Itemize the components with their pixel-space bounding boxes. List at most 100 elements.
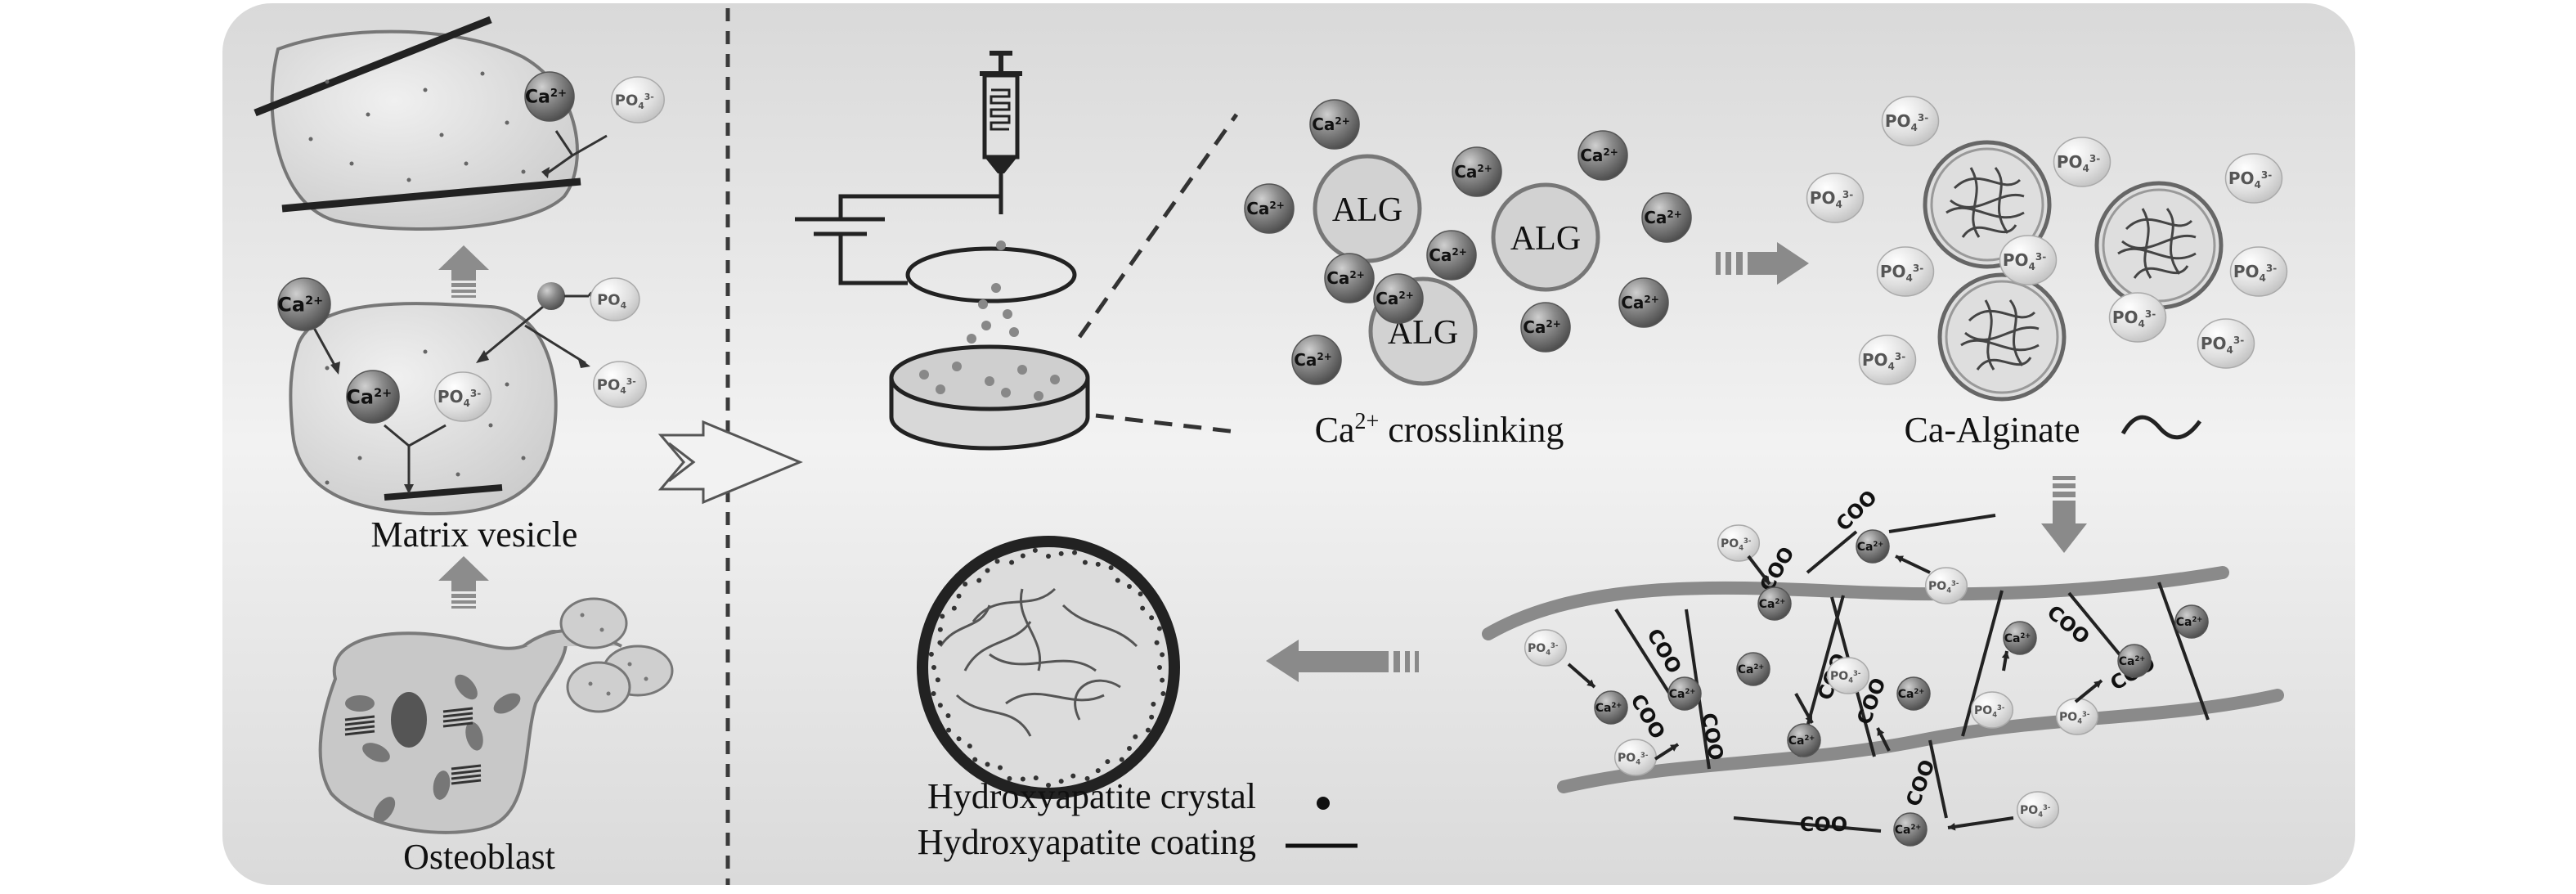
svg-text:Ca2+: Ca2+ — [1644, 208, 1682, 227]
ha-crystal — [1020, 776, 1025, 782]
arrow-left-result — [1266, 640, 1419, 682]
ha-crystal — [1160, 677, 1165, 683]
phosphate-ion: PO43- — [2055, 698, 2099, 735]
collection-dish — [889, 344, 1090, 451]
calcium-ion: Ca2+ — [1520, 302, 1571, 353]
calcium-ion: Ca2+ — [1309, 99, 1360, 150]
phosphate-ion: PO4 — [590, 277, 640, 321]
phosphate-carrier — [537, 282, 565, 310]
ha-crystal — [985, 761, 990, 767]
svg-text:PO43-: PO43- — [2112, 308, 2156, 330]
svg-text:PO43-: PO43- — [1885, 111, 1928, 133]
ca-alginate-beads — [1923, 140, 2224, 402]
organelle — [493, 693, 521, 714]
svg-text:PO43-: PO43- — [2201, 334, 2244, 356]
droplet — [985, 376, 994, 386]
svg-text:PO43-: PO43- — [1528, 641, 1559, 656]
svg-text:Ca2+: Ca2+ — [1326, 268, 1365, 288]
svg-text:Ca2+: Ca2+ — [1738, 663, 1765, 676]
organelle — [373, 797, 396, 823]
matrix-vesicle — [289, 282, 604, 516]
nucleus — [391, 692, 427, 748]
osteoblast-cell — [318, 597, 674, 834]
droplet — [936, 384, 945, 394]
calcium-ion: Ca2+ — [277, 277, 331, 331]
ha-crystal — [1156, 626, 1162, 631]
calcium-ion: Ca2+ — [1736, 652, 1770, 686]
top-matrix-vesicle — [254, 16, 608, 231]
ha-crystal — [956, 736, 962, 742]
hydroxyapatite-needle — [254, 16, 492, 117]
golgi — [442, 707, 473, 713]
svg-text:PO4: PO4 — [597, 291, 627, 311]
reaction-arrow — [1567, 663, 1596, 689]
ca-alginate-bead — [2094, 181, 2224, 310]
svg-text:Ca2+: Ca2+ — [1454, 162, 1492, 182]
ha-crystal — [1095, 561, 1101, 567]
ha-crystal — [1151, 701, 1156, 707]
phosphate-ion: PO43- — [611, 76, 665, 124]
golgi — [451, 764, 482, 770]
svg-text:PO43-: PO43- — [1928, 579, 1959, 594]
svg-text:PO43-: PO43- — [1974, 703, 2005, 718]
phosphate-ion: PO43- — [2224, 153, 2283, 204]
reaction-arrow — [1876, 727, 1891, 752]
ha-crystal — [1115, 577, 1120, 583]
phosphate-ion: PO43- — [1881, 96, 1940, 146]
ha-coating-label: Hydroxyapatite coating — [918, 822, 1256, 862]
svg-text:Ca2+: Ca2+ — [1895, 823, 1922, 837]
ha-crystal — [972, 757, 978, 762]
crosslink-bond — [1928, 739, 1948, 819]
golgi — [344, 730, 375, 736]
ha-crystal — [1119, 757, 1124, 762]
ca-alginate-label: Ca-Alginate — [1904, 410, 2080, 450]
svg-text:PO43-: PO43- — [2020, 803, 2051, 818]
background-panel — [222, 3, 2355, 885]
droplet — [1003, 309, 1012, 319]
ha-crystal — [976, 577, 982, 583]
hydroxyapatite-needle — [281, 177, 581, 213]
svg-text:PO43-: PO43- — [2059, 710, 2090, 725]
droplet — [1034, 391, 1043, 401]
phosphate-ion: PO43- — [2229, 246, 2288, 297]
ha-crystal — [1126, 745, 1132, 751]
matrix-vesicle-label: Matrix vesicle — [371, 514, 578, 555]
droplet — [978, 299, 988, 309]
organelle — [362, 743, 390, 762]
svg-text:Ca2+: Ca2+ — [1246, 199, 1285, 218]
droplet — [952, 362, 962, 371]
ha-crystal — [937, 627, 943, 632]
zoom-line-bottom — [1095, 413, 1237, 434]
svg-text:Ca2+: Ca2+ — [1621, 293, 1659, 312]
golgi — [451, 774, 482, 780]
ha-crystal — [1133, 734, 1138, 739]
organelle — [455, 674, 478, 700]
reaction-arrow — [1895, 555, 1931, 574]
alginate-fiber — [989, 653, 1097, 672]
phosphate-ion: PO43- — [593, 361, 647, 408]
calcium-ion: Ca2+ — [1896, 676, 1931, 711]
ha-crystal — [1145, 727, 1151, 733]
phosphate-ion: PO43- — [1876, 246, 1935, 297]
calcium-ion: Ca2+ — [346, 370, 400, 424]
ha-crystal — [1140, 605, 1146, 611]
calcium-ion: Ca2+ — [1594, 690, 1628, 725]
droplet — [991, 283, 1001, 293]
ha-crystal — [985, 568, 990, 573]
svg-text:PO43-: PO43- — [2003, 250, 2046, 272]
svg-text:Ca2+: Ca2+ — [346, 385, 392, 408]
ha-crystal — [1126, 584, 1132, 590]
ha-crystal — [951, 605, 957, 611]
voltage-circuit — [795, 194, 1001, 285]
golgi — [344, 715, 375, 721]
svg-text:Ca2+: Ca2+ — [1294, 350, 1332, 370]
ha-crystal — [931, 691, 936, 697]
ha-crystal — [1095, 768, 1101, 774]
calcium-ion: Ca2+ — [1856, 529, 1890, 564]
ha-crystal — [1007, 775, 1012, 781]
ha-crystal — [967, 744, 972, 749]
droplet — [1017, 365, 1027, 375]
alginate-fiber — [963, 621, 1032, 672]
organelle — [433, 770, 451, 800]
